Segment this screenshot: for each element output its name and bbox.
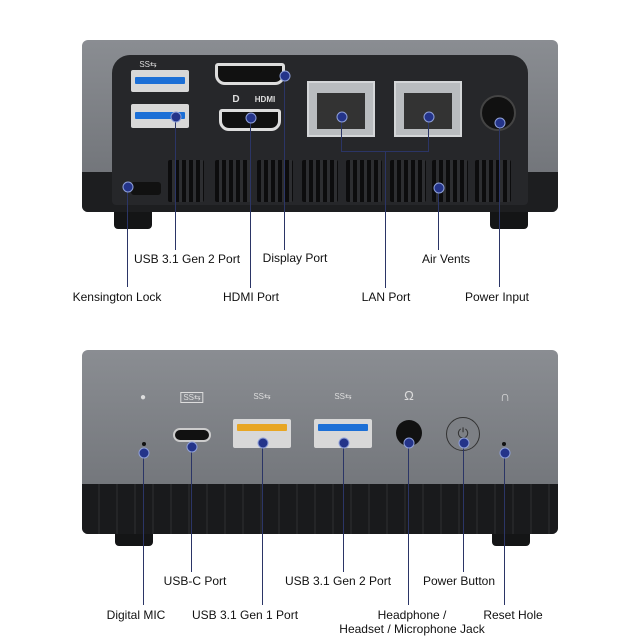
digital-mic-leader-line (143, 453, 144, 605)
usb-gen2-front-leader-line (343, 443, 344, 572)
usb-ss-marking: SS⇆ (253, 392, 271, 401)
headphone-marker (403, 437, 414, 449)
usb-c-port (173, 428, 211, 442)
headphone-label-line2: Headset / Microphone Jack (339, 622, 485, 636)
dp-marking: D (232, 94, 240, 105)
usb-gen1-label: USB 3.1 Gen 1 Port (191, 608, 299, 622)
headphone-label: Headphone / (377, 608, 447, 622)
lan-marker (336, 111, 347, 123)
usb-c-label: USB-C Port (163, 574, 227, 588)
reset-hole-leader-line (504, 453, 505, 605)
usb-gen2-rear-marker (170, 111, 181, 123)
usb-gen2-front-marker (338, 437, 349, 449)
digital-mic-label: Digital MIC (106, 608, 166, 622)
reset-hole-label: Reset Hole (483, 608, 543, 622)
microphone-icon: ● (139, 392, 147, 403)
usb-ss-marking: SS⇆ (139, 60, 157, 69)
usb-gen2-rear-label: USB 3.1 Gen 2 Port (133, 252, 241, 266)
lan-label: LAN Port (361, 290, 411, 304)
kensington-lock-leader-line (127, 187, 128, 287)
hdmi-label: HDMI Port (222, 290, 280, 304)
usb-c-leader-line (191, 447, 192, 572)
usb-port (131, 70, 189, 92)
usb-gen1-leader-line (262, 443, 263, 605)
reset-icon: ∩ (499, 388, 511, 404)
lan-leader-line (385, 151, 386, 288)
usb-gen2-rear-leader-line (175, 117, 176, 250)
power-input-label: Power Input (464, 290, 530, 304)
headphone-icon: Ω (404, 388, 414, 403)
power-button-label: Power Button (422, 574, 496, 588)
mic-hole (142, 442, 146, 446)
digital-mic-marker (138, 447, 149, 459)
foot (492, 530, 530, 546)
reset-hole[interactable] (502, 442, 506, 446)
usb-gen1-marker (257, 437, 268, 449)
usb-ss-marking: SS⇆ (334, 392, 352, 401)
kensington-lock-label: Kensington Lock (72, 290, 162, 304)
rear-view: SS⇆ D HDMI (82, 40, 558, 229)
hdmi-leader-line (250, 118, 251, 288)
air-vent (257, 160, 293, 202)
usb-c-marker (186, 441, 197, 453)
displayport (215, 63, 285, 85)
power-button-marker (458, 437, 469, 449)
hdmi-marking: HDMI (254, 95, 276, 104)
air-vents-marker (433, 182, 444, 194)
displayport-marker (279, 70, 290, 82)
power-input-marker (494, 117, 505, 129)
air-vent (215, 160, 251, 202)
air-vent (475, 160, 511, 202)
lan-marker (423, 111, 434, 123)
kensington-slot (131, 182, 161, 195)
power-button-leader-line (463, 443, 464, 572)
lan-leader-line (428, 117, 429, 151)
air-vent (390, 160, 426, 202)
displayport-leader-line (284, 76, 285, 250)
usb-gen2-front-label: USB 3.1 Gen 2 Port (284, 574, 392, 588)
air-vent (302, 160, 338, 202)
lan-leader-line (341, 117, 342, 151)
kensington-lock-marker (122, 181, 133, 193)
air-vent (346, 160, 382, 202)
hdmi-marker (245, 112, 256, 124)
reset-hole-marker (499, 447, 510, 459)
power-input-leader-line (499, 123, 500, 287)
headphone-leader-line (408, 443, 409, 605)
usb-c-ss-marking: SS⇆ (180, 392, 204, 403)
displayport-label: Display Port (262, 251, 328, 265)
casing-base (82, 484, 558, 534)
air-vent (168, 160, 204, 202)
air-vents-leader-line (438, 188, 439, 250)
air-vents-label: Air Vents (421, 252, 471, 266)
